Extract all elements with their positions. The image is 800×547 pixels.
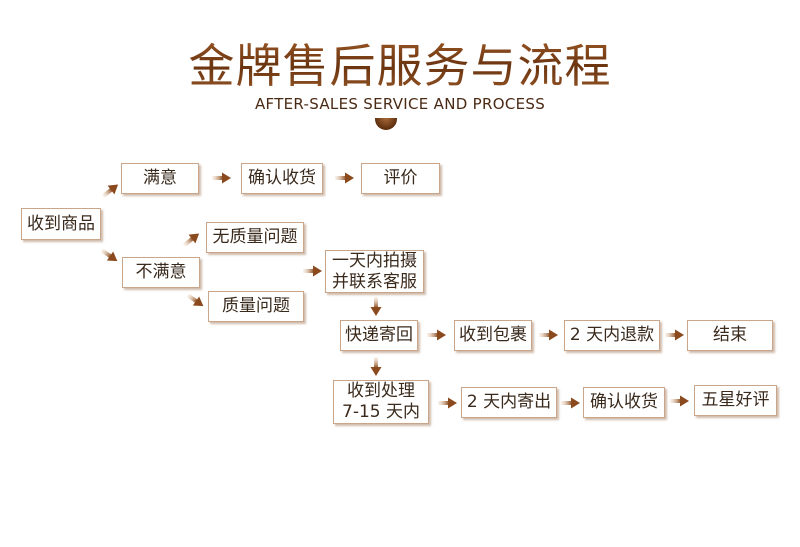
node-refund-2days: 2 天内退款 xyxy=(564,320,660,351)
arrow-right-icon xyxy=(664,328,686,342)
arrow-down-right-icon xyxy=(183,289,209,313)
arrow-up-right-icon xyxy=(179,227,205,252)
page-subtitle: AFTER-SALES SERVICE AND PROCESS xyxy=(254,95,546,113)
arrow-right-icon xyxy=(538,328,560,342)
node-confirm-receipt-2: 确认收货 xyxy=(583,387,665,418)
arrow-right-icon xyxy=(669,394,691,408)
node-refund-2days-label: 2 天内退款 xyxy=(569,325,655,345)
node-express-back: 快递寄回 xyxy=(340,320,418,351)
arrow-right-icon xyxy=(560,396,582,410)
node-package-received-label: 收到包裹 xyxy=(459,325,527,345)
arrow-right-icon xyxy=(211,171,233,185)
node-receive-goods-label: 收到商品 xyxy=(27,213,95,234)
node-confirm-receipt-1-label: 确认收货 xyxy=(248,168,316,188)
node-not-satisfied: 不满意 xyxy=(122,257,200,288)
node-end-label: 结束 xyxy=(713,325,747,345)
node-process-line2: 7-15 天内 xyxy=(342,402,420,422)
title-ornament xyxy=(375,118,397,130)
node-package-received: 收到包裹 xyxy=(454,320,532,351)
node-contact-service-line1: 一天内拍摄 xyxy=(332,250,417,271)
arrow-down-right-icon xyxy=(97,244,123,268)
arrow-right-icon xyxy=(334,171,356,185)
node-review: 评价 xyxy=(361,163,440,194)
arrow-down-icon xyxy=(369,356,383,378)
node-end: 结束 xyxy=(687,320,773,351)
node-ship-2days: 2 天内寄出 xyxy=(461,387,557,418)
node-confirm-receipt-2-label: 确认收货 xyxy=(590,392,658,412)
node-ship-2days-label: 2 天内寄出 xyxy=(466,392,552,412)
node-five-star: 五星好评 xyxy=(694,385,777,416)
node-no-quality-issue-label: 无质量问题 xyxy=(212,227,298,247)
node-contact-service-line2: 并联系客服 xyxy=(332,271,417,292)
node-satisfied: 满意 xyxy=(121,163,199,194)
arrow-down-icon xyxy=(369,296,383,318)
node-contact-service: 一天内拍摄 并联系客服 xyxy=(325,250,424,293)
page-title: 金牌售后服务与流程 xyxy=(0,30,800,96)
node-review-label: 评价 xyxy=(383,168,418,188)
node-express-back-label: 快递寄回 xyxy=(345,325,413,345)
arrow-right-icon xyxy=(426,328,448,342)
arrow-right-icon xyxy=(302,264,324,278)
arrow-right-icon xyxy=(437,396,459,410)
node-confirm-receipt-1: 确认收货 xyxy=(241,163,323,194)
node-quality-issue-label: 质量问题 xyxy=(222,296,290,316)
node-quality-issue: 质量问题 xyxy=(208,291,304,322)
node-no-quality-issue: 无质量问题 xyxy=(206,222,304,253)
node-receive-goods: 收到商品 xyxy=(21,208,101,240)
node-satisfied-label: 满意 xyxy=(143,168,177,188)
node-five-star-label: 五星好评 xyxy=(701,390,770,410)
arrow-up-right-icon xyxy=(98,178,124,203)
node-not-satisfied-label: 不满意 xyxy=(135,262,187,282)
node-process: 收到处理 7-15 天内 xyxy=(333,380,429,424)
node-process-line1: 收到处理 xyxy=(347,381,415,401)
